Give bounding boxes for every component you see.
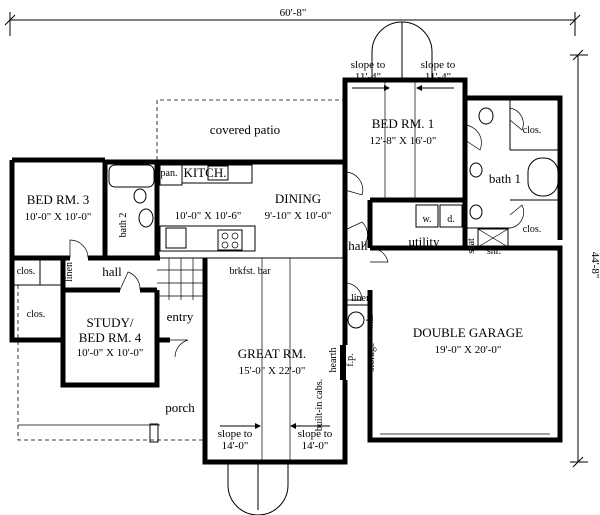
covered-patio-label: covered patio [210, 122, 280, 137]
dining-size: 9'-10" X 10'-0" [265, 210, 332, 222]
water-heater-label: w.h. [365, 314, 376, 331]
bed3-size: 10'-0" X 10'-0" [25, 211, 92, 223]
kitchen-name: KITCH. [184, 165, 227, 180]
overall-width-dimension: 60'-8" [4, 7, 581, 36]
overall-depth-dimension: 44'-8" [570, 49, 600, 468]
bath2-fixtures [108, 164, 155, 228]
study-name-line1: STUDY/ [87, 315, 134, 330]
slope-great-right-line2: 14'-0" [302, 440, 329, 452]
slope-bed1-right-line2: 11'-4" [425, 71, 451, 83]
bath1-label: bath 1 [489, 171, 521, 186]
linen-right-label: linen [351, 293, 371, 304]
shower-label: shr. [487, 246, 501, 257]
garage-size: 19'-0" X 20'-0" [435, 344, 502, 356]
garage-door [380, 433, 550, 439]
bath1-fixtures [469, 107, 559, 248]
seat-label: seat [466, 238, 477, 254]
kitchen-size: 10'-0" X 10'-6" [175, 210, 242, 222]
breakfast-bar-label: brkfst. bar [229, 266, 271, 277]
dining-name: DINING [275, 191, 321, 206]
bed1-size: 12'-8" X 16'-0" [370, 135, 437, 147]
storage-label: storage [366, 342, 377, 371]
slope-bed1-right-line1: slope to [421, 59, 456, 71]
garage-name: DOUBLE GARAGE [413, 325, 523, 340]
ceiling-beams [261, 80, 416, 462]
kitchen-fixtures [159, 164, 256, 252]
closet-bed3-label: clos. [17, 266, 36, 277]
pantry-label: pan. [161, 168, 178, 179]
slope-great-left-line1: slope to [218, 428, 253, 440]
bay-window-bottom [227, 462, 289, 515]
study-name-line2: BED RM. 4 [79, 330, 142, 345]
covered-patio: covered patio [156, 99, 346, 160]
dryer-label: d. [447, 214, 455, 225]
bath2-label: bath 2 [118, 213, 129, 238]
closet-bed1-top-label: clos. [523, 125, 542, 136]
overall-width-label: 60'-8" [280, 7, 307, 19]
slope-bed1-left-line1: slope to [351, 59, 386, 71]
interior-walls [12, 98, 560, 440]
slope-great-left-line2: 14'-0" [222, 440, 249, 452]
washer-label: w. [422, 214, 431, 225]
slope-bed1-left-line2: 11'-4" [355, 71, 381, 83]
closet-bed1-bottom-label: clos. [523, 224, 542, 235]
door-swings [69, 107, 524, 358]
bed1-name: BED RM. 1 [372, 116, 434, 131]
great-room-size: 15'-0" X 22'-0" [239, 365, 306, 377]
closet-study-label: clos. [27, 309, 46, 320]
exterior-walls [9, 77, 563, 465]
great-room-name: GREAT RM. [238, 346, 306, 361]
builtin-cabinets-label: built-in cabs. [314, 379, 325, 431]
fireplace-label: f.p. [345, 353, 356, 366]
overall-depth-label: 44'-8" [589, 252, 600, 279]
slope-arrows [220, 85, 454, 429]
hall-right-label: hall [348, 238, 368, 253]
hall-left-label: hall [102, 264, 122, 279]
water-heater-icon [347, 311, 365, 329]
entry-label: entry [167, 309, 194, 324]
linen-left-label: linen [64, 262, 75, 282]
entry-tiles [157, 258, 205, 300]
utility-fixtures [415, 204, 463, 228]
porch-label: porch [165, 400, 195, 415]
utility-label: utility [408, 234, 440, 249]
bay-window-top [371, 21, 433, 80]
hearth-label: hearth [328, 348, 339, 373]
porch: porch [17, 285, 205, 443]
bed3-name: BED RM. 3 [27, 192, 89, 207]
slope-great-right-line1: slope to [298, 428, 333, 440]
study-size: 10'-0" X 10'-0" [77, 347, 144, 359]
